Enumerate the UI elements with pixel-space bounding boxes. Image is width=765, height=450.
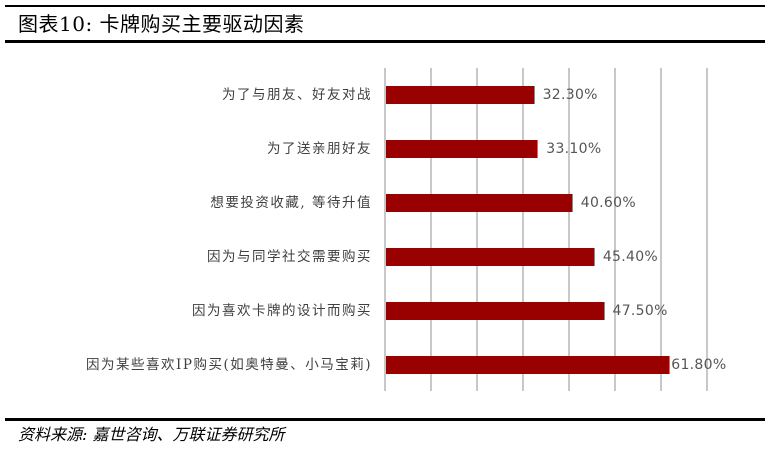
value-label: 45.40% [602, 249, 659, 265]
bar-row: 想要投资收藏, 等待升值 40.60% [0, 194, 765, 212]
bar-row: 为了与朋友、好友对战 32.30% [0, 86, 765, 104]
figure-title: 图表10: 卡牌购买主要驱动因素 [18, 12, 305, 36]
category-label: 为了与朋友、好友对战 [222, 87, 372, 103]
gridline [706, 68, 708, 391]
gridline [476, 68, 478, 391]
bottom-rule [5, 418, 765, 421]
gridline [384, 68, 386, 391]
bar [386, 86, 535, 104]
bar-row: 因为与同学社交需要购买 45.40% [0, 248, 765, 266]
value-label: 32.30% [542, 87, 598, 103]
top-rule [5, 5, 765, 7]
category-label: 因为某些喜欢IP购买(如奥特曼、小马宝莉) [86, 357, 372, 373]
source-note: 资料来源: 嘉世咨询、万联证券研究所 [18, 425, 285, 444]
gridline [430, 68, 432, 391]
gridline [522, 68, 524, 391]
gridline [614, 68, 616, 391]
category-label: 因为与同学社交需要购买 [207, 249, 372, 265]
value-label: 40.60% [580, 195, 636, 211]
bar-row: 因为某些喜欢IP购买(如奥特曼、小马宝莉) 61.80% [0, 356, 765, 374]
category-label: 想要投资收藏, 等待升值 [210, 195, 372, 211]
gridline [660, 68, 662, 391]
bar-row: 为了送亲朋好友 33.10% [0, 140, 765, 158]
bar-row: 因为喜欢卡牌的设计而购买 47.50% [0, 302, 765, 320]
gridline [568, 68, 570, 391]
value-label: 33.10% [546, 141, 602, 157]
title-underline-rule [5, 40, 765, 43]
value-label: 61.80% [671, 357, 727, 373]
category-label: 为了送亲朋好友 [267, 141, 372, 157]
bar [386, 140, 539, 158]
bar [386, 302, 605, 320]
value-label: 47.50% [612, 303, 668, 319]
category-label: 因为喜欢卡牌的设计而购买 [192, 303, 372, 319]
bar [386, 356, 671, 374]
bar [386, 194, 573, 212]
bar [386, 248, 595, 266]
